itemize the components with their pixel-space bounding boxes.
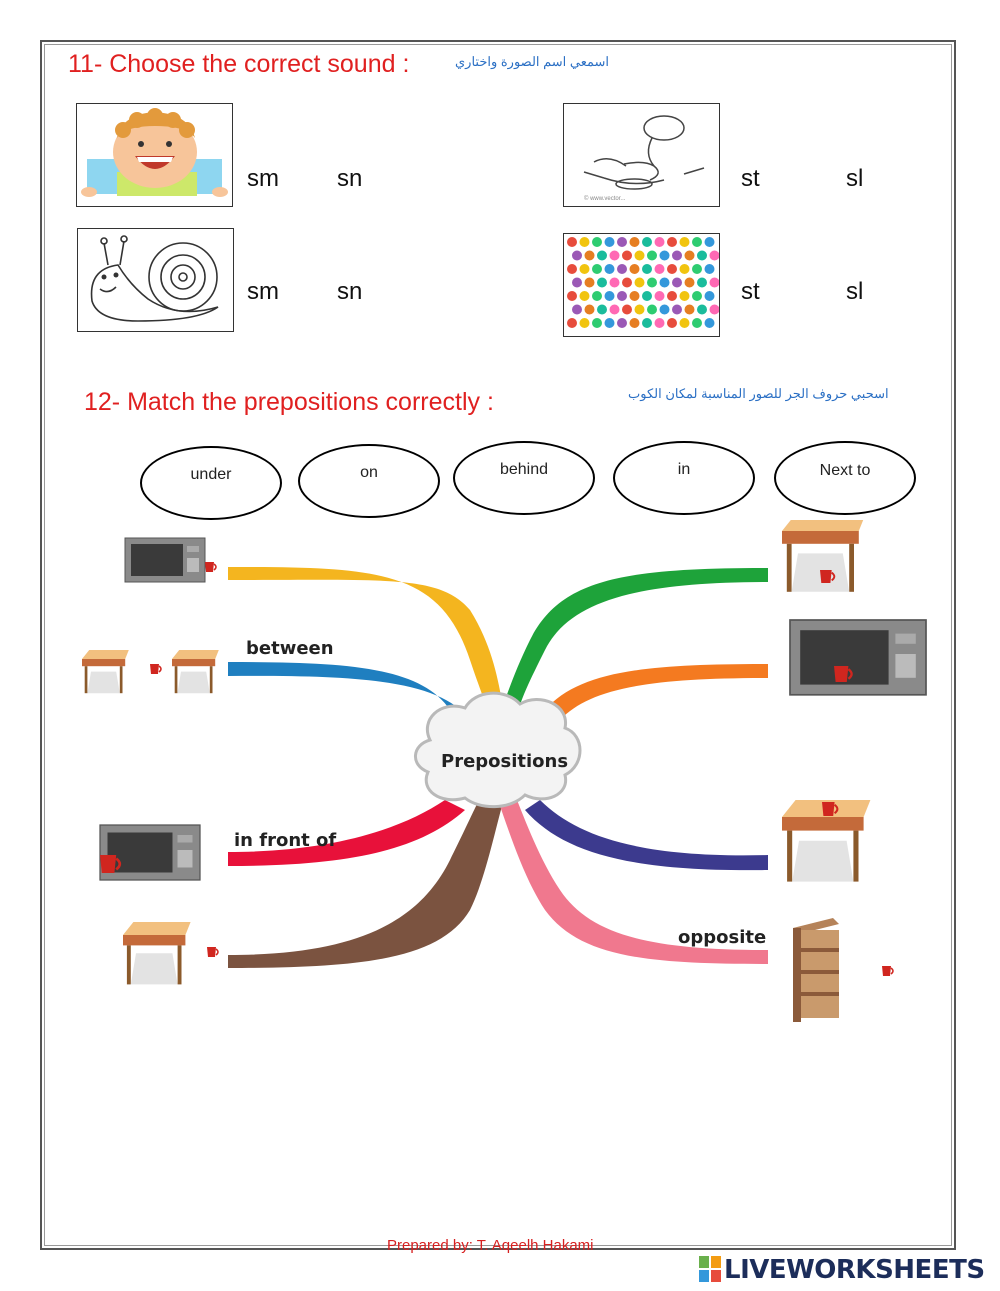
branch-purple <box>525 800 768 871</box>
microwave-next-to-cup <box>124 537 206 583</box>
bookshelf-opposite-cup <box>793 918 839 1022</box>
branch-green <box>498 568 768 722</box>
branch-brown <box>228 790 505 968</box>
liveworksheets-logo: LIVEWORKSHEETS <box>724 1255 985 1285</box>
branch-red <box>228 800 465 866</box>
q12-arabic-instruction: اسحبي حروف الجر للصور المناسبة لمكان الك… <box>628 386 889 401</box>
q11-row1-right-opt-st[interactable]: st <box>741 165 760 192</box>
label-in-front-of: in front of <box>234 830 337 851</box>
q11-row2-right-opt-sl[interactable]: sl <box>846 278 864 305</box>
q11-row2-left-opt-sn[interactable]: sn <box>337 278 363 305</box>
q11-row2-right-opt-st[interactable]: st <box>741 278 760 305</box>
option-in[interactable]: in <box>613 441 755 515</box>
prepared-by: Prepared by: T. Aqeelh Hakami <box>387 1237 594 1254</box>
cup-next-to-desk <box>123 922 191 985</box>
center-label-prepositions: Prepositions <box>441 751 569 772</box>
q12-title: 12- Match the prepositions correctly : <box>84 388 494 416</box>
worksheet-frame <box>40 40 956 1250</box>
stickers-image <box>563 233 720 337</box>
cup-in-front-of-microwave <box>99 824 201 881</box>
q11-row1-left-opt-sn[interactable]: sn <box>337 165 363 192</box>
q11-row2-left-opt-sm[interactable]: sm <box>247 278 279 305</box>
smile-boy-image <box>76 103 233 207</box>
q11-title: 11- Choose the correct sound : <box>68 50 410 78</box>
option-behind[interactable]: behind <box>453 441 595 515</box>
label-opposite: opposite <box>678 927 767 948</box>
option-next-to[interactable]: Next to <box>774 441 916 515</box>
liveworksheets-logo-icon <box>699 1256 721 1282</box>
svg-text:© www.vector...: © www.vector... <box>584 195 626 202</box>
prepositions-mind-map <box>228 567 768 968</box>
option-under[interactable]: under <box>140 446 282 520</box>
q11-row1-left-opt-sm[interactable]: sm <box>247 165 279 192</box>
label-between: between <box>246 638 334 659</box>
q11-row1-right-opt-sl[interactable]: sl <box>846 165 864 192</box>
option-on[interactable]: on <box>298 444 440 518</box>
snail-image <box>77 228 234 332</box>
branch-orange <box>545 664 768 720</box>
cup-in-microwave <box>789 619 927 696</box>
branch-pink <box>498 795 768 964</box>
preposition-illustrations <box>82 520 927 1022</box>
q11-arabic-instruction: اسمعي اسم الصورة واختاري <box>455 54 610 69</box>
slip-sketch-image: © www.vector... <box>563 103 720 207</box>
branch-blue <box>228 662 470 720</box>
prepositions-cloud <box>414 691 582 809</box>
cup-between-desks <box>82 650 129 694</box>
